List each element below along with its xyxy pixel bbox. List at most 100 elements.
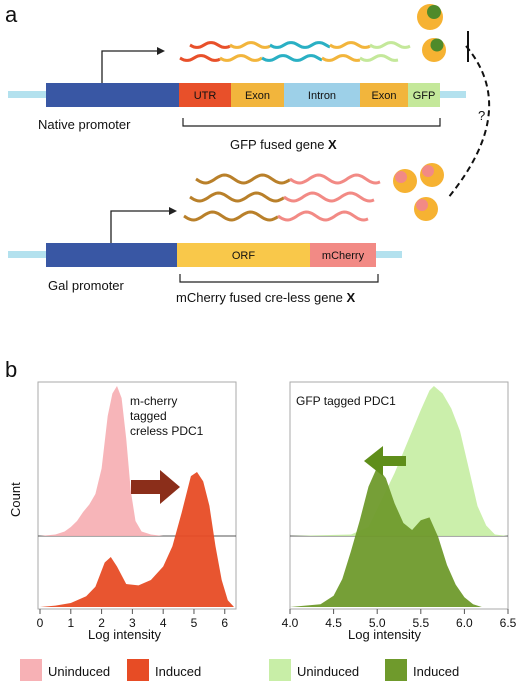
native-mrna-transcripts xyxy=(179,41,411,62)
feedback-dashed-arc xyxy=(447,45,491,199)
native-promoter-label: Native promoter xyxy=(38,117,131,132)
density-area-induced xyxy=(290,467,508,607)
mrna-wave xyxy=(195,173,291,185)
chart1-title-line: tagged xyxy=(130,409,167,423)
mrna-wave xyxy=(219,54,263,62)
panel-b-letter: b xyxy=(5,357,17,382)
gene-segment xyxy=(177,243,310,267)
mrna-wave xyxy=(277,210,369,222)
gal-mrna-transcripts xyxy=(183,173,381,222)
chart1-title-line: creless PDC1 xyxy=(130,424,204,438)
xtick-label: 6 xyxy=(221,616,228,630)
mcherry-histogram: 0 1 2 3 4 5 6 Log intensity Count m-cherry tag… xyxy=(8,381,237,642)
mrna-wave xyxy=(261,54,323,62)
legend-label: Uninduced xyxy=(297,664,359,679)
gene-segment xyxy=(231,83,284,107)
xtick-label: 3 xyxy=(129,616,136,630)
mrna-wave xyxy=(289,173,381,185)
native-tss-arrow xyxy=(101,50,160,83)
legend-label: Uninduced xyxy=(48,664,110,679)
mrna-wave xyxy=(229,41,271,49)
gal-gene-segments: ORF mCherry xyxy=(177,243,376,267)
gal-promoter-block xyxy=(46,243,177,267)
xtick-label: 6.5 xyxy=(500,616,517,630)
mrna-wave xyxy=(269,41,331,49)
mrna-wave xyxy=(189,41,231,49)
xtick-label: 6.0 xyxy=(456,616,473,630)
gfp-protein-icon xyxy=(430,38,444,52)
mcherry-protein-icon xyxy=(416,199,428,211)
density-area-uninduced xyxy=(290,386,508,536)
mrna-wave xyxy=(183,210,279,222)
xtick-label: 4 xyxy=(160,616,167,630)
gene-segment-label: Intron xyxy=(308,90,336,102)
gene-segment-label: GFP xyxy=(413,90,436,102)
legend-swatch xyxy=(20,659,42,681)
gene-segment-label: UTR xyxy=(194,90,217,102)
native-construct: UTR Exon Intron Exon GFP Native promoter GFP… xyxy=(8,47,466,152)
xtick-label: 1 xyxy=(67,616,74,630)
question-mark: ? xyxy=(478,108,485,123)
gal-tss-arrow xyxy=(110,210,172,243)
chart2-shift-arrow xyxy=(364,446,406,476)
panel-a-letter: a xyxy=(5,2,18,27)
native-gene-segments: UTR Exon Intron Exon GFP xyxy=(179,83,440,107)
gene-segment-label: Exon xyxy=(245,90,270,102)
legend-label: Induced xyxy=(155,664,201,679)
gene-segment xyxy=(284,83,360,107)
xtick-label: 2 xyxy=(98,616,105,630)
xtick-label: 4.0 xyxy=(282,616,299,630)
chart1-frame xyxy=(37,381,237,610)
gene-segment xyxy=(360,83,408,107)
chart1-title: m-cherry tagged creless PDC1 xyxy=(130,394,204,438)
xtick-label: 4.5 xyxy=(325,616,342,630)
legend-label: Induced xyxy=(413,664,459,679)
legend-swatch xyxy=(269,659,291,681)
chart2-areas xyxy=(290,386,508,607)
gene-segment xyxy=(310,243,376,267)
gal-bracket-label: mCherry fused cre-less gene X xyxy=(176,290,356,305)
legend-swatch xyxy=(385,659,407,681)
mrna-wave xyxy=(369,41,411,49)
density-area-induced xyxy=(40,472,234,607)
gal-bracket xyxy=(179,274,379,283)
gene-segment xyxy=(179,83,231,107)
chart2-xlabel: Log intensity xyxy=(348,627,421,642)
mcherry-protein-icon xyxy=(395,171,407,183)
chart1-ylabel: Count xyxy=(8,482,23,517)
mrna-wave xyxy=(359,54,399,62)
xtick-label: 5.5 xyxy=(412,616,429,630)
chart1-xlabel: Log intensity xyxy=(88,627,161,642)
mrna-wave xyxy=(189,191,285,203)
chart2-frame xyxy=(289,381,509,610)
gal-promoter-label: Gal promoter xyxy=(48,278,125,293)
chart2-title: GFP tagged PDC1 xyxy=(296,394,396,408)
gene-segment-label: mCherry xyxy=(322,250,365,262)
gene-segment xyxy=(408,83,440,107)
chart1-xticks: 0 1 2 3 4 5 6 xyxy=(37,609,228,630)
native-tss-arrowhead xyxy=(157,47,165,55)
native-bracket xyxy=(182,118,441,127)
chart1-shift-arrow xyxy=(131,470,180,504)
legend: Uninduced Induced Uninduced Induced xyxy=(20,659,459,681)
chart1-title-line: m-cherry xyxy=(130,394,177,408)
native-promoter-block xyxy=(46,83,179,107)
native-bracket-label: GFP fused gene X xyxy=(230,137,337,152)
xtick-label: 0 xyxy=(37,616,44,630)
mrna-wave xyxy=(179,54,221,62)
gal-tss-arrowhead xyxy=(169,207,177,215)
chart1-areas xyxy=(40,386,234,607)
mrna-wave xyxy=(283,191,375,203)
gene-segment-label: Exon xyxy=(371,90,396,102)
gfp-protein-icons xyxy=(417,4,446,62)
gfp-protein-icon xyxy=(427,5,441,19)
legend-swatch xyxy=(127,659,149,681)
xtick-label: 5 xyxy=(191,616,198,630)
gene-segment-label: ORF xyxy=(232,250,256,262)
mcherry-protein-icons xyxy=(393,163,444,221)
mcherry-protein-icon xyxy=(422,165,434,177)
gal-construct: ORF mCherry Gal promoter mCherry fused cr… xyxy=(8,207,402,305)
